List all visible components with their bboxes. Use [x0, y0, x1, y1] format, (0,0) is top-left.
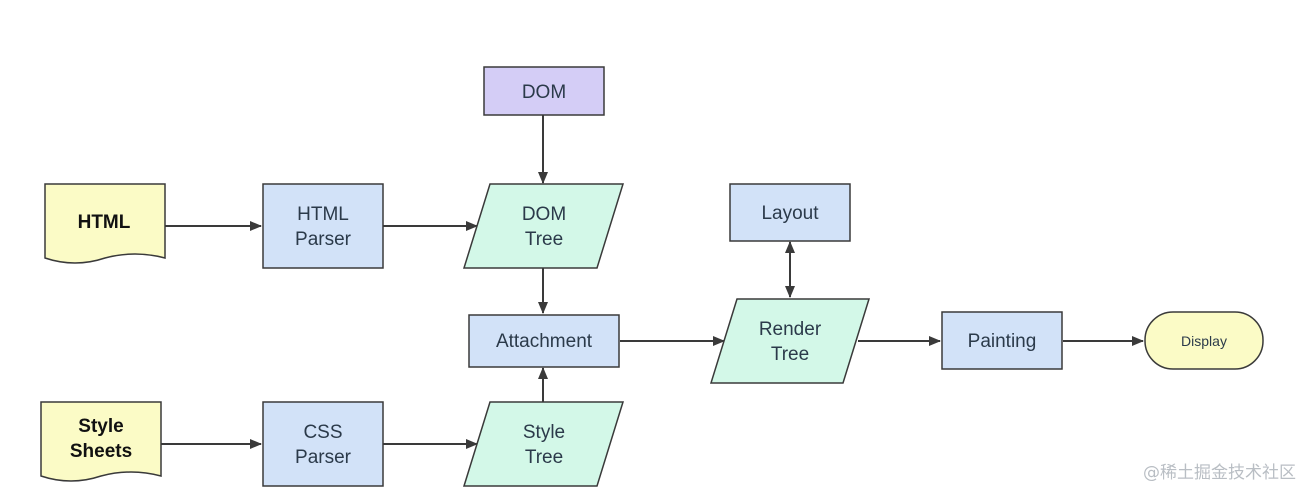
node-style-sheets-line1: Style: [78, 416, 123, 437]
node-html-parser-line2: Parser: [295, 229, 352, 250]
node-render-tree-line2: Tree: [771, 344, 809, 365]
node-css-parser-line2: Parser: [295, 447, 352, 468]
node-render-tree: Render Tree: [709, 298, 871, 384]
node-html-parser-line1: HTML: [297, 204, 349, 225]
node-attachment-label: Attachment: [496, 331, 593, 352]
node-html-label: HTML: [78, 212, 131, 233]
node-style-sheets-document: Style Sheets: [40, 401, 162, 482]
node-html-document: HTML: [44, 183, 166, 264]
node-dom: DOM: [483, 66, 605, 116]
node-style-tree: Style Tree: [462, 401, 625, 487]
node-css-parser: CSS Parser: [262, 401, 384, 487]
connectors: [161, 115, 1144, 449]
node-style-tree-line2: Tree: [525, 447, 563, 468]
node-style-tree-line1: Style: [523, 422, 565, 443]
node-dom-tree-line2: Tree: [525, 229, 563, 250]
node-attachment: Attachment: [468, 314, 620, 368]
node-painting-label: Painting: [968, 331, 1037, 352]
node-display: Display: [1144, 311, 1264, 370]
node-layout: Layout: [729, 183, 851, 242]
node-dom-tree-line1: DOM: [522, 204, 566, 225]
node-dom-label: DOM: [522, 82, 566, 103]
watermark: @稀土掘金技术社区: [1143, 463, 1296, 483]
node-layout-label: Layout: [761, 203, 819, 224]
node-render-tree-line1: Render: [759, 319, 822, 340]
node-dom-tree: DOM Tree: [462, 183, 625, 269]
node-html-parser: HTML Parser: [262, 183, 384, 269]
node-display-label: Display: [1181, 333, 1227, 349]
node-painting: Painting: [941, 311, 1063, 370]
node-style-sheets-line2: Sheets: [70, 441, 132, 462]
node-css-parser-line1: CSS: [303, 422, 342, 443]
